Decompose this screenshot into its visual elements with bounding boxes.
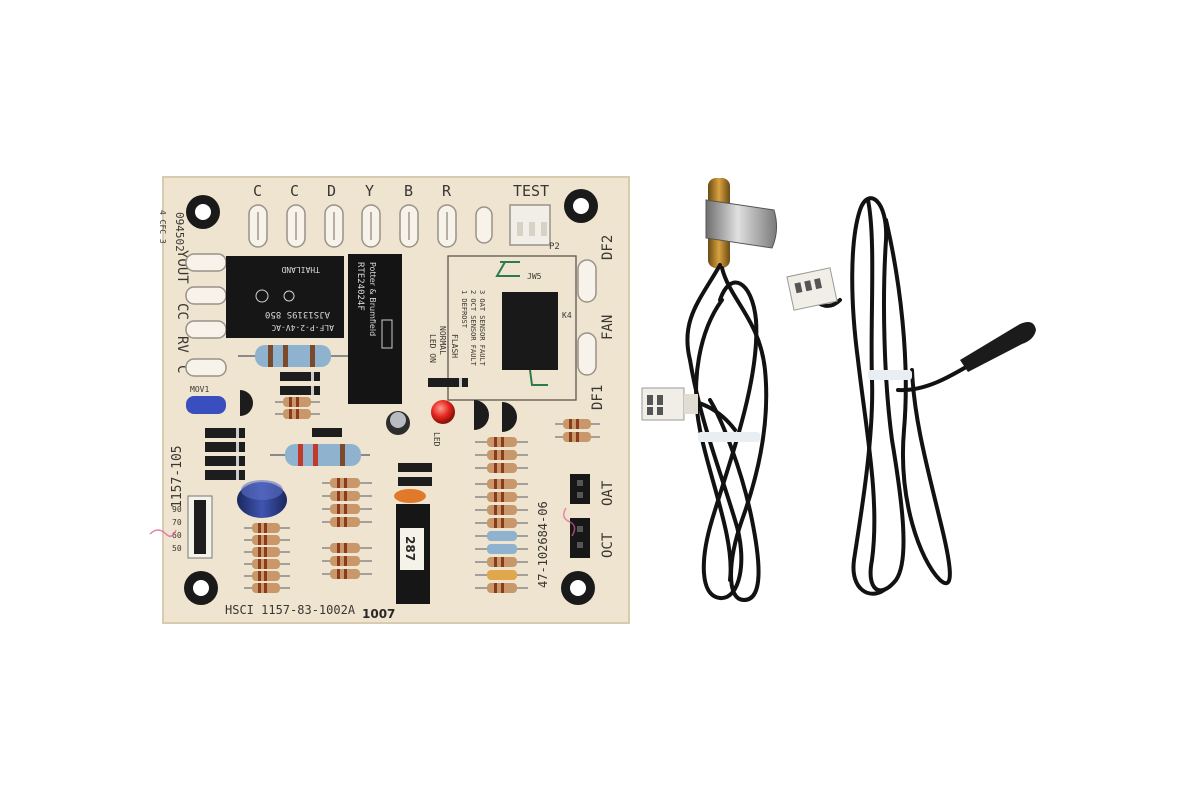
k4-label: K4 [562, 311, 572, 320]
status-flash: FLASH [450, 334, 459, 358]
relay-small-model: RTE24024F [355, 262, 365, 311]
resistor-array [244, 397, 600, 593]
terminal-label: TEST [513, 182, 549, 200]
board-part-number: HSCI 1157-83-1002A [225, 603, 356, 617]
terminal-label: D [327, 182, 336, 200]
right-terminal-label: FAN [600, 315, 616, 340]
right-terminal-label: DF1 [590, 385, 606, 410]
terminal-label: Y [365, 182, 374, 200]
diodes [205, 372, 468, 486]
status-legend: LED ON NORMAL FLASH 1 DEFROST 2 OCT SENS… [428, 290, 486, 367]
mov-label: MOV1 [190, 385, 209, 394]
jw5-label: JW5 [527, 272, 542, 281]
status-defrost: 1 DEFROST [460, 290, 468, 329]
terminal-label: B [404, 182, 413, 200]
relay-small: RTE24024F Potter & Brumfield [348, 254, 402, 404]
timer-option: 50 [172, 544, 182, 553]
control-board: C C D Y B R TEST P [149, 176, 630, 624]
electrolytic-capacitor-blue [237, 480, 287, 518]
relay-sub: ALF-P-2-4V-AC [271, 323, 334, 332]
relay-model: AJS1319S 850 [265, 309, 330, 319]
relay-k4: K4 JW5 [447, 255, 577, 401]
timer-option: 90 [172, 505, 182, 514]
relay-brand: THAILAND [281, 265, 320, 274]
ambient-sensor-probe [786, 196, 1036, 596]
electrolytic-capacitor-small [386, 411, 410, 435]
terminal-label: R [442, 182, 452, 200]
relay-small-brand: Potter & Brumfield [368, 262, 377, 336]
status-oat-fault: 3 OAT SENSOR FAULT [478, 290, 486, 367]
red-led: LED [431, 400, 455, 447]
left-terminal-label: C [174, 365, 190, 373]
timer-option: 70 [172, 518, 182, 527]
top-terminals: C C D Y B R TEST P [248, 182, 560, 252]
status-led-on: LED ON [428, 334, 437, 363]
defrost-sensor-clip [641, 178, 778, 603]
terminal-label: C [290, 182, 299, 200]
mov-varistor: MOV1 [186, 385, 226, 414]
oct-label: OCT [600, 532, 616, 558]
status-oct-fault: 2 OCT SENSOR FAULT [469, 290, 477, 367]
left-terminals: YOUT CC RV C 094502 4 CFC 3 [158, 210, 227, 377]
timer-option: 60 [172, 531, 182, 540]
left-terminal-label: RV [174, 336, 190, 353]
oat-header [570, 474, 590, 504]
p2-label: P2 [549, 242, 560, 252]
status-normal: NORMAL [438, 326, 447, 355]
board-code-top: 094502 [173, 212, 186, 252]
led-label: LED [432, 432, 441, 447]
power-resistor [238, 345, 370, 466]
left-terminal-label: CC [174, 303, 190, 320]
oat-label: OAT [600, 480, 616, 506]
right-terminal-label: DF2 [600, 235, 616, 260]
timer-header: 90 70 60 50 [172, 495, 213, 559]
board-code: 47-102684-06 [536, 501, 550, 588]
connector-plug-white [641, 387, 698, 421]
connector-plug-white-2 [786, 267, 838, 311]
relay-large: THAILAND AJS1319S 850 ALF-P-2-4V-AC [226, 256, 344, 338]
transistors [240, 390, 517, 432]
board-date-code: 1007 [362, 607, 395, 621]
ic-chip: 287 [394, 489, 430, 604]
mounting-holes [184, 189, 598, 605]
board-code-top-2: 4 CFC 3 [158, 210, 167, 244]
right-terminals: DF2 FAN DF1 [577, 235, 616, 410]
ic-label: 287 [403, 536, 417, 561]
side-code: 1157-105 [170, 445, 185, 508]
terminal-label: C [253, 182, 262, 200]
